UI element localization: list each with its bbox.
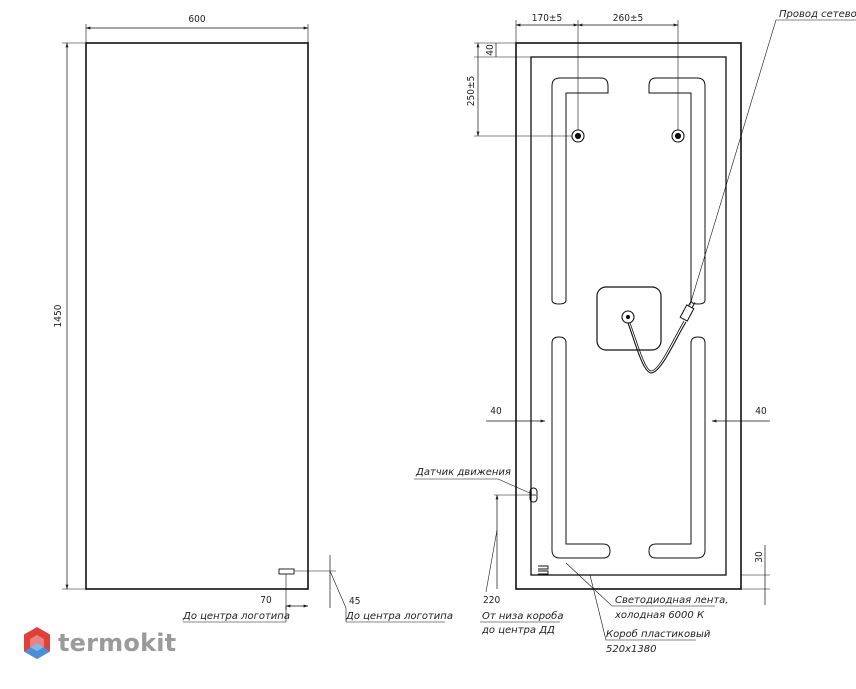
dim-logo-vertical-text: 45	[349, 596, 360, 607]
led-strip-label-line2: холодная 6000 К	[614, 610, 705, 621]
back-view	[414, 19, 856, 641]
sensor-note-line2: до центра ДД	[481, 625, 555, 636]
dim-left-mount-text: 170±5	[532, 13, 562, 24]
leader-motion-sensor	[414, 478, 533, 495]
power-plug	[679, 300, 696, 322]
logo-center-note-left: До центра логотипа	[182, 611, 290, 622]
motion-sensor-label: Датчик движения	[415, 467, 511, 478]
plastic-box-size: 520x1380	[606, 644, 656, 655]
dim-right-margin-text: 40	[755, 406, 767, 417]
brand-name: termokit	[58, 629, 177, 657]
dim-left-margin-text: 40	[490, 406, 502, 417]
logo-center-note-right: До центра логотипа	[345, 611, 453, 622]
back-view-labels: 170±5 260±5 40 250±5 40 40 30 220 Провод…	[415, 9, 856, 655]
led-strip	[551, 77, 706, 559]
plastic-box-label: Короб пластиковый	[606, 628, 711, 640]
plastic-box-outline	[530, 56, 727, 576]
leader-led-strip	[565, 562, 715, 607]
power-unit	[596, 286, 662, 351]
mirror-back-outline	[515, 42, 742, 590]
dim-height-text: 1450	[53, 304, 64, 327]
sensor-note-line1: От низа короба	[482, 610, 563, 622]
dim-mount-depth-text: 250±5	[466, 76, 477, 106]
dim-bottom-offset-text: 30	[754, 551, 765, 563]
logo-mark	[278, 568, 295, 575]
dim-logo-horizontal-text: 70	[260, 595, 272, 606]
brand-logo: termokit	[22, 626, 176, 660]
dim-width-text: 600	[188, 14, 205, 25]
mount-hole-right	[671, 129, 685, 143]
leader-power-cable	[689, 19, 856, 306]
led-strip-label-line1: Светодиодная лента,	[615, 595, 729, 606]
power-cable	[627, 321, 687, 374]
box-corner-marks	[538, 565, 549, 575]
dim-mount-spacing-text: 260±5	[613, 13, 643, 24]
dim-sensor-height-text: 220	[483, 595, 500, 606]
front-view	[62, 24, 445, 623]
dim-top-offset-text: 40	[485, 44, 496, 56]
power-cable-label: Провод сетевой	[779, 9, 856, 20]
mount-hole-left	[571, 129, 585, 143]
mirror-front-outline	[85, 42, 309, 590]
front-view-labels: 600 1450 70 45 До центра логотипа До цен…	[53, 14, 453, 622]
brand-hexagon-icon	[24, 627, 50, 659]
leader-plastic-box	[589, 574, 696, 641]
